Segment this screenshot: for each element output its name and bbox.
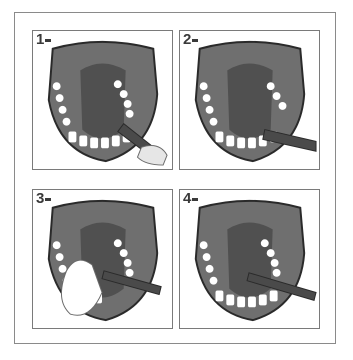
- step-panel-4: 4: [179, 189, 320, 329]
- step-panel-2: 2: [179, 30, 320, 170]
- mouth-illustration: [33, 31, 172, 169]
- step-number: 3: [36, 191, 51, 206]
- tongue: [227, 64, 272, 139]
- step-panel-1: 1: [32, 30, 173, 170]
- step-number: 4: [183, 191, 198, 206]
- step-panel-3: 3: [32, 189, 173, 329]
- mouth-illustration: [33, 190, 172, 328]
- mouth-illustration: [180, 190, 319, 328]
- illustration-frame: 1 2: [14, 12, 336, 344]
- tongue: [80, 64, 125, 139]
- mouth-illustration: [180, 31, 319, 169]
- step-number: 2: [183, 32, 198, 47]
- hand-shape: [137, 146, 167, 166]
- step-number: 1: [36, 32, 51, 47]
